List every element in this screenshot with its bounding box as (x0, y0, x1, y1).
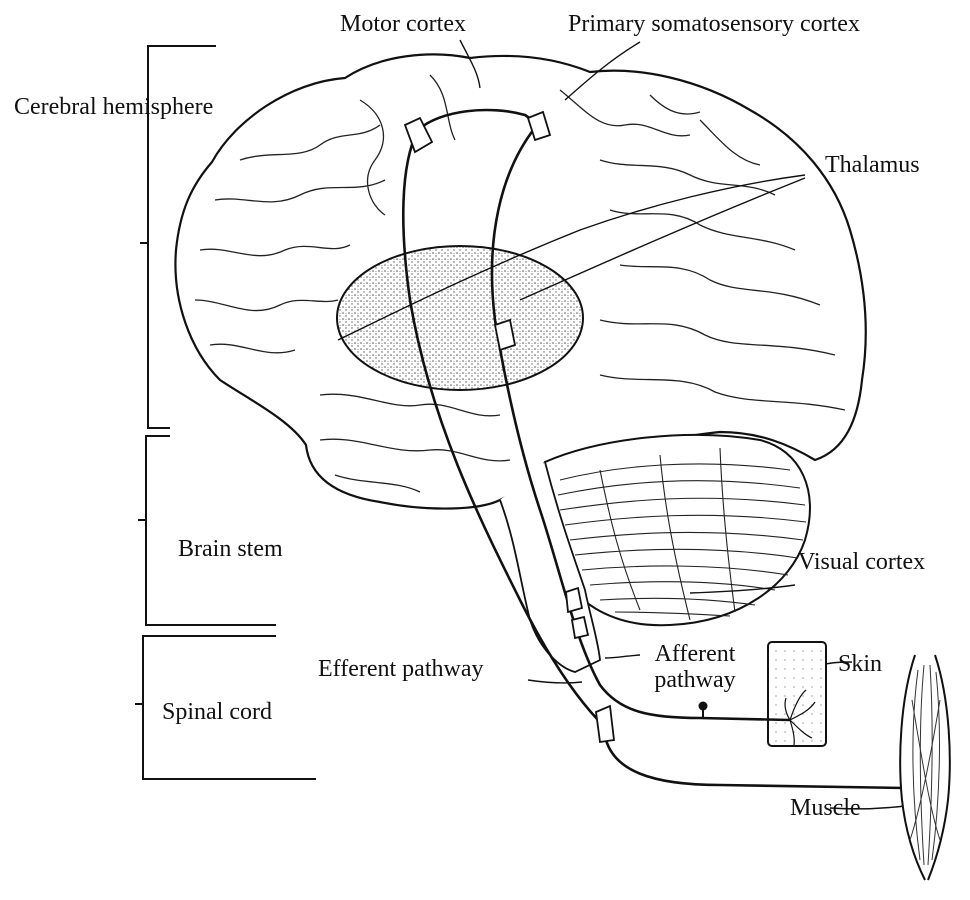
muscle-outline (900, 655, 950, 880)
spinal-cord-label: Spinal cord (162, 700, 272, 724)
efferent-pathway-label: Efferent pathway (318, 657, 483, 681)
skin-label: Skin (838, 652, 882, 676)
primary-somatosensory-cortex-label: Primary somatosensory cortex (568, 12, 860, 36)
thalamus-region (337, 246, 583, 390)
efferent-motor-neuron (606, 740, 905, 788)
afferent-cell-body (699, 702, 708, 711)
cerebral-hemisphere-label: Cerebral hemisphere (14, 95, 213, 119)
motor-cortex-label: Motor cortex (340, 12, 466, 36)
brain-stem-label: Brain stem (178, 537, 283, 561)
visual-cortex-label: Visual cortex (798, 550, 925, 574)
muscle-label: Muscle (790, 796, 861, 820)
brain-stem-bracket (138, 436, 276, 625)
thalamus-label: Thalamus (825, 153, 920, 177)
afferent-pathway-label-line2: pathway (640, 668, 750, 692)
afferent-pathway-label: Afferent pathway (640, 642, 750, 692)
skin-box (768, 642, 826, 746)
afferent-pathway-label-line1: Afferent (640, 642, 750, 666)
